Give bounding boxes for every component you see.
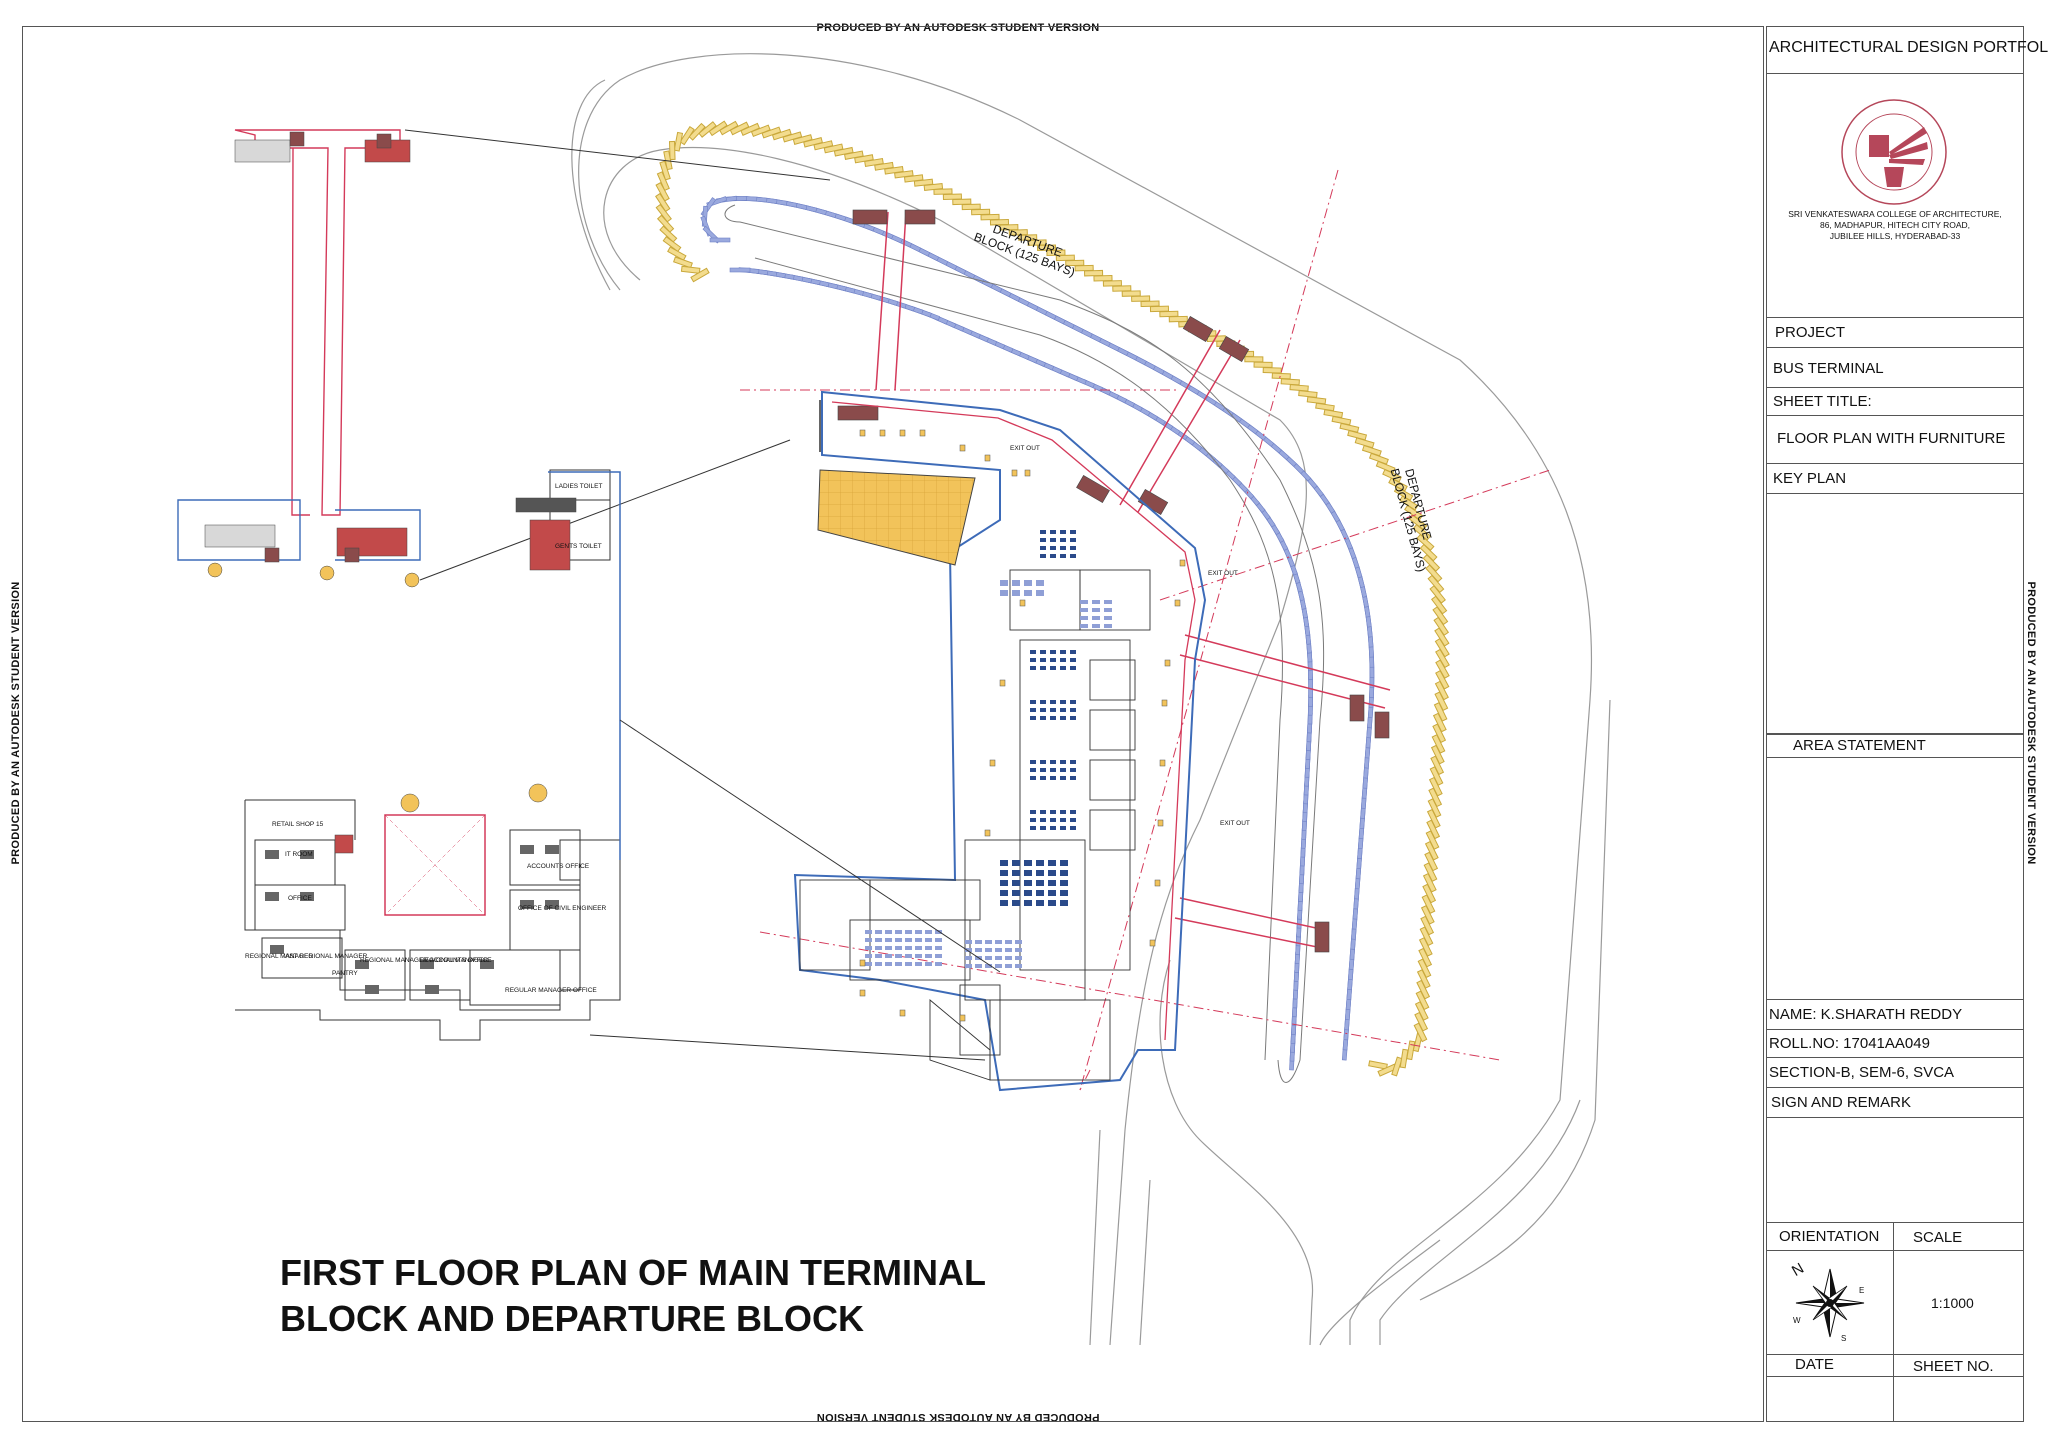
svg-text:N: N xyxy=(1789,1261,1807,1280)
date-label: DATE xyxy=(1795,1356,1834,1373)
student-name: NAME: K.SHARATH REDDY xyxy=(1769,1006,1963,1023)
tb-name-row: NAME: K.SHARATH REDDY xyxy=(1767,1000,2023,1030)
civil-engineer-label: OFFICE OF CIVIL ENGINEER xyxy=(518,905,607,912)
platform-lines xyxy=(724,204,1325,1083)
north-compass-icon: N E S W xyxy=(1789,1261,1864,1343)
terminal-outline xyxy=(793,390,1207,1092)
watermark-left: PRODUCED BY AN AUTODESK STUDENT VERSION xyxy=(10,581,22,865)
college-logo xyxy=(1841,99,1947,205)
svg-text:S: S xyxy=(1841,1334,1846,1343)
waiting-hall xyxy=(817,469,976,566)
svg-text:W: W xyxy=(1793,1316,1801,1325)
column-markers xyxy=(859,429,1186,1022)
rm-label: REGIONAL MANAGER xyxy=(420,957,488,964)
title-block: ARCHITECTURAL DESIGN PORTFOLIO SRI VENKA… xyxy=(1766,26,2048,1422)
tb-area-statement-row: AREA STATEMENT xyxy=(1767,734,2023,758)
tb-sign-area xyxy=(1767,1118,2023,1223)
office-label: OFFICE xyxy=(288,895,312,902)
tb-sign-row: SIGN AND REMARK xyxy=(1767,1088,2023,1118)
inner-bus-bays xyxy=(700,195,1375,1071)
rm-accounts-label: REGIONAL MANAGER ACCOUNTS OFFICE xyxy=(360,957,492,964)
detail-office xyxy=(235,469,1001,1061)
it-room-label: IT ROOM xyxy=(285,851,313,858)
svg-text:E: E xyxy=(1859,1286,1864,1295)
tb-header-row: ARCHITECTURAL DESIGN PORTFOLIO xyxy=(1767,27,2048,74)
sheet-title-value: FLOOR PLAN WITH FURNITURE xyxy=(1777,430,2006,447)
tb-sheet-title-value-row: FLOOR PLAN WITH FURNITURE xyxy=(1767,416,2023,464)
tb-section-row: SECTION-B, SEM-6, SVCA xyxy=(1767,1058,2023,1088)
asst-rm-label: AST REGIONAL MANAGER xyxy=(285,953,368,960)
exit-out-label-2: EXIT OUT xyxy=(1208,570,1238,577)
portfolio-header: ARCHITECTURAL DESIGN PORTFOLIO xyxy=(1769,39,2048,56)
rm-small-label: REGIONAL MANAGER xyxy=(245,953,313,960)
plan-title: FIRST FLOOR PLAN OF MAIN TERMINAL BLOCK … xyxy=(280,1250,986,1342)
furniture xyxy=(1000,530,1076,906)
detail-skybridge-fill xyxy=(204,131,420,588)
plan-title-line1: FIRST FLOOR PLAN OF MAIN TERMINAL xyxy=(280,1252,986,1293)
tb-divider xyxy=(1893,1223,1894,1421)
project-label: PROJECT xyxy=(1775,324,1846,341)
skybridges xyxy=(875,211,1391,949)
tb-key-plan-row: KEY PLAN xyxy=(1767,464,2023,494)
tb-date-row: DATE SHEET NO. xyxy=(1767,1355,2023,1377)
watermark-right: PRODUCED BY AN AUTODESK STUDENT VERSION xyxy=(2025,581,2037,865)
accounts-office-label: ACCOUNTS OFFICE xyxy=(527,863,590,870)
tb-orientation-row: N E S W 1:1000 xyxy=(1767,1251,2023,1355)
skybridge-nodes xyxy=(837,209,1390,953)
college-address: SRI VENKATESWARA COLLEGE OF ARCHITECTURE… xyxy=(1788,209,2002,241)
office-desks xyxy=(265,845,559,994)
seating-blue xyxy=(865,580,1112,968)
floor-plan-drawing: DEPARTURE BLOCK (125 BAYS) DEPARTURE BLO… xyxy=(177,53,1611,1346)
sign-remark-label: SIGN AND REMARK xyxy=(1771,1094,1912,1111)
tb-orientation-label-row: ORIENTATION SCALE xyxy=(1767,1223,2023,1251)
section-info: SECTION-B, SEM-6, SVCA xyxy=(1769,1064,1955,1081)
gents-toilet-label: GENTS TOILET xyxy=(555,543,602,550)
pantry-label: PANTRY xyxy=(332,970,358,977)
sheet-title-label: SHEET TITLE: xyxy=(1773,393,1872,410)
tb-key-plan-area xyxy=(1767,494,2023,734)
plan-title-line2: BLOCK AND DEPARTURE BLOCK xyxy=(280,1298,864,1339)
key-plan-label: KEY PLAN xyxy=(1773,470,1847,487)
project-value: BUS TERMINAL xyxy=(1773,360,1884,377)
tb-area-statement-area xyxy=(1767,758,2023,1000)
detail-office-fill xyxy=(334,497,577,854)
drawing-frame xyxy=(22,26,1764,1422)
roll-number: ROLL.NO: 17041AA049 xyxy=(1769,1035,1930,1052)
tb-roll-row: ROLL.NO: 17041AA049 xyxy=(1767,1030,2023,1058)
axis-lines xyxy=(740,169,1551,1091)
road-loop xyxy=(571,53,1611,1346)
retail-shop-label: RETAIL SHOP 15 xyxy=(272,821,324,828)
departure-label-upper: DEPARTURE BLOCK (125 BAYS) xyxy=(972,217,1082,280)
area-statement-label: AREA STATEMENT xyxy=(1793,737,1926,754)
outer-bus-bays xyxy=(655,120,1450,1077)
tb-project-value-row: BUS TERMINAL xyxy=(1767,348,2023,388)
exit-out-label-1: EXIT OUT xyxy=(1010,445,1040,452)
interior-rooms xyxy=(799,569,1151,1081)
exit-out-label-3: EXIT OUT xyxy=(1220,820,1250,827)
regular-manager-label: REGULAR MANAGER OFFICE xyxy=(505,987,597,994)
scale-value: 1:1000 xyxy=(1931,1295,1974,1311)
sheet-no-label: SHEET NO. xyxy=(1913,1358,1994,1375)
watermark-top: PRODUCED BY AN AUTODESK STUDENT VERSION xyxy=(816,22,1100,34)
tb-project-label-row: PROJECT xyxy=(1767,318,2023,348)
tb-logo-row xyxy=(1767,74,2023,318)
scale-label: SCALE xyxy=(1913,1229,1963,1246)
tb-sheet-title-label-row: SHEET TITLE: xyxy=(1767,388,2023,416)
ladies-toilet-label: LADIES TOILET xyxy=(555,483,602,490)
orientation-label: ORIENTATION xyxy=(1779,1228,1880,1245)
